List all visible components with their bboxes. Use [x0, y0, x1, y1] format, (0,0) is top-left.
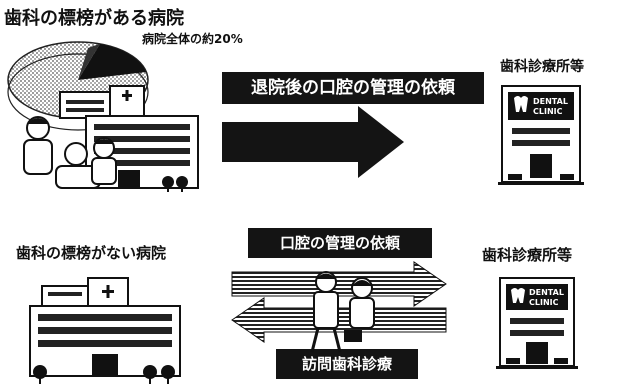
svg-text:CLINIC: CLINIC [533, 107, 563, 116]
bottom-clinic-label: 歯科診療所等 [482, 246, 573, 264]
bottom-hospital-building-icon [29, 277, 181, 384]
visit-banner: 訪問歯科診療 [276, 349, 418, 379]
svg-text:DENTAL: DENTAL [529, 288, 564, 297]
bottom-dental-clinic-icon: DENTAL CLINIC [496, 277, 578, 369]
dental-sign-text: DENTAL [533, 97, 568, 106]
patient-people-icon [23, 116, 117, 189]
bottom-hospital-label: 歯科の標榜がない病院 [16, 244, 167, 262]
svg-text:CLINIC: CLINIC [529, 298, 559, 307]
top-dental-clinic-icon: DENTAL CLINIC [498, 85, 584, 185]
right-arrow [231, 261, 447, 307]
percentage-note: 病院全体の約20% [142, 32, 243, 46]
top-hospital-label: 歯科の標榜がある病院 [4, 8, 184, 29]
top-arrow [222, 106, 404, 178]
dentist-staff-icon [310, 271, 375, 353]
top-clinic-label: 歯科診療所等 [500, 59, 584, 75]
top-request-banner: 退院後の口腔の管理の依頼 [222, 72, 484, 104]
bottom-request-banner: 口腔の管理の依頼 [248, 228, 432, 258]
